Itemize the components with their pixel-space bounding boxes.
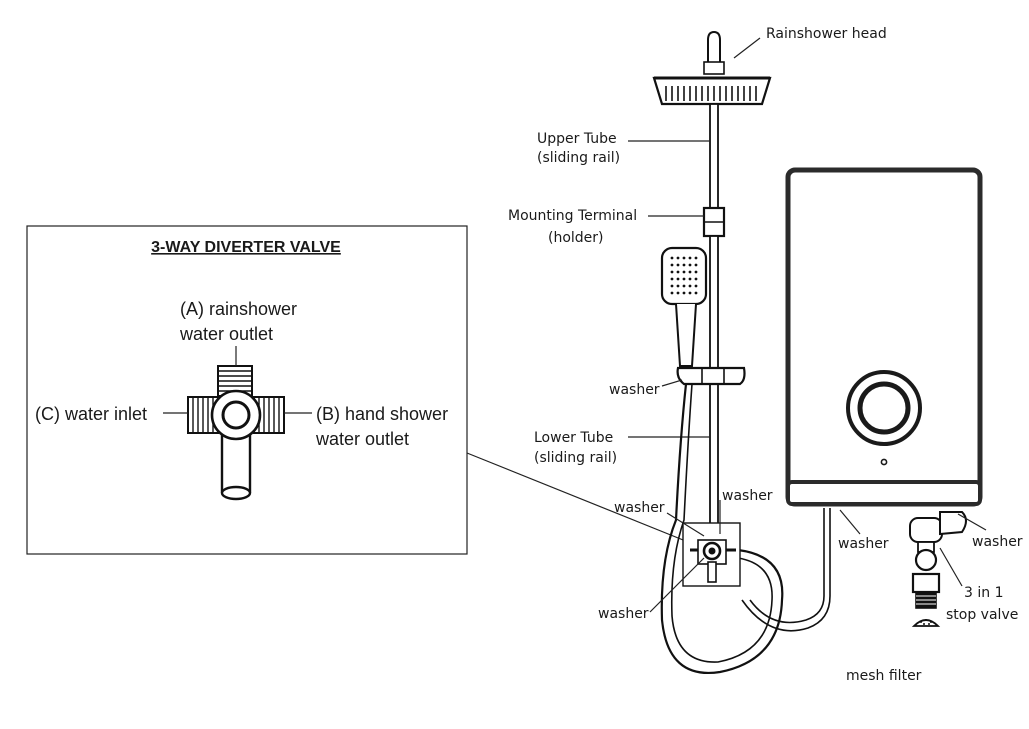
hand-shower-hose [660,383,784,674]
label-outlet-b: (B) hand shower [316,404,448,424]
label-lower-tube-sub: (sliding rail) [534,450,617,466]
label-stop-valve-sub: stop valve [946,607,1018,623]
label-outlet-b-sub: water outlet [315,429,409,449]
label-washer-holder: washer [609,382,660,398]
diverter-valve-inset: 3-WAY DIVERTER VALVE [26,225,468,555]
label-mounting-terminal-sub: (holder) [548,230,604,246]
inset-title: 3-WAY DIVERTER VALVE [151,239,341,256]
rainshower-head [652,30,772,106]
lower-tube [709,235,719,537]
label-outlet-a: (A) rainshower [180,299,297,319]
mesh-filter [911,619,941,627]
stop-valve [909,511,967,609]
label-upper-tube-sub: (sliding rail) [537,150,620,166]
label-washer-valve-right: washer [722,488,773,504]
label-washer-heater-right: washer [972,534,1023,550]
diverter-valve-mount [682,522,741,587]
diverter-valve-illustration [187,365,285,501]
label-mounting-terminal: Mounting Terminal [508,208,637,224]
upper-tube [709,103,719,209]
label-inlet-c: (C) water inlet [35,404,147,424]
label-washer-valve-left: washer [614,500,665,516]
slide-holder [676,366,746,386]
mounting-terminal [702,206,726,238]
label-upper-tube: Upper Tube [537,131,617,147]
label-washer-heater-left: washer [838,536,889,552]
hand-shower [660,246,708,367]
heater-outlet-pipe [741,508,831,632]
label-rainshower-head: Rainshower head [766,26,887,42]
label-lower-tube: Lower Tube [534,430,613,446]
label-outlet-a-sub: water outlet [179,324,273,344]
label-washer-valve-bottom: washer [598,606,649,622]
water-heater [785,167,983,507]
label-mesh-filter: mesh filter [846,668,922,684]
label-stop-valve: 3 in 1 [964,585,1003,601]
